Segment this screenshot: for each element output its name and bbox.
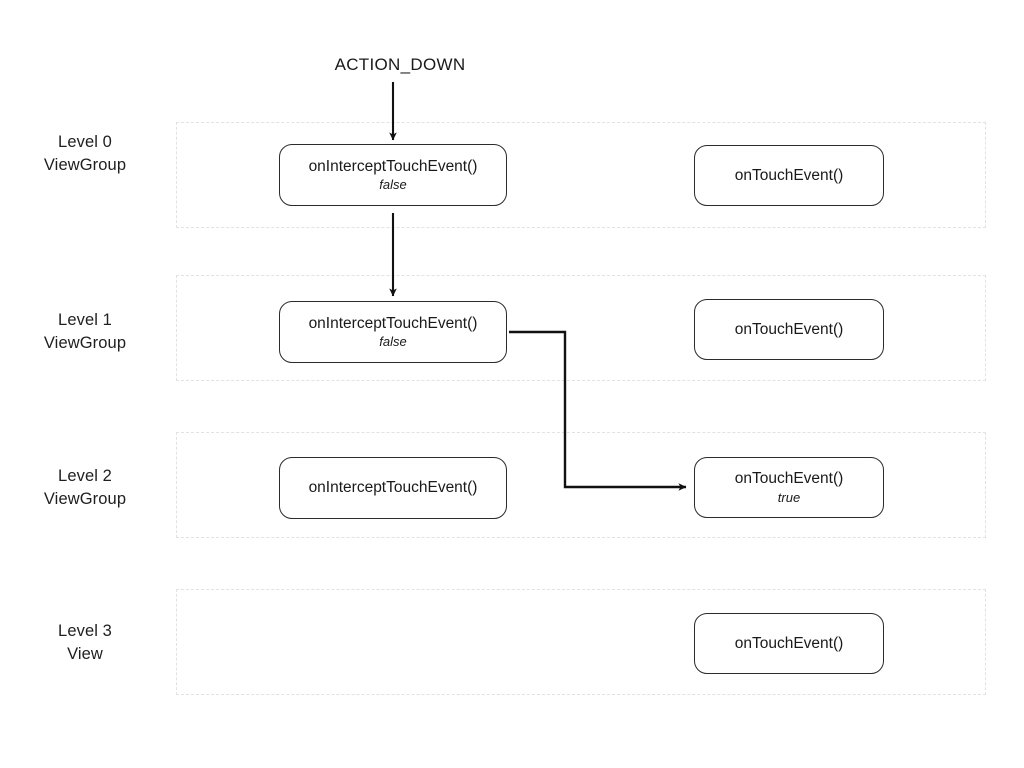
node-level1-on-touch-event-title: onTouchEvent() xyxy=(734,320,844,338)
lane-label-level-3-level: Level 3 xyxy=(58,622,112,640)
lane-label-level-2-level: Level 2 xyxy=(58,467,112,485)
node-level2-on-touch-event-result: true xyxy=(777,489,801,505)
swimlane-level-0 xyxy=(176,122,986,228)
node-level2-on-touch-event-title: onTouchEvent() xyxy=(734,470,844,488)
action-down-label: ACTION_DOWN xyxy=(334,55,466,74)
lane-label-level-0: Level 0 ViewGroup xyxy=(0,131,170,177)
node-level2-on-intercept-touch-event[interactable]: onInterceptTouchEvent() xyxy=(279,457,507,519)
node-level1-on-intercept-touch-event-result: false xyxy=(379,334,407,350)
lane-label-level-3: Level 3 View xyxy=(0,620,170,666)
lane-label-level-1-level: Level 1 xyxy=(58,311,112,329)
swimlane-level-3 xyxy=(176,589,986,695)
lane-label-level-0-level: Level 0 xyxy=(58,133,112,151)
node-level3-on-touch-event-title: onTouchEvent() xyxy=(734,634,844,652)
node-level1-on-touch-event[interactable]: onTouchEvent() xyxy=(694,299,884,360)
node-level0-on-intercept-touch-event-result: false xyxy=(379,177,407,193)
node-level0-on-touch-event[interactable]: onTouchEvent() xyxy=(694,145,884,206)
node-level1-on-intercept-touch-event-title: onInterceptTouchEvent() xyxy=(308,314,478,332)
node-level2-on-touch-event[interactable]: onTouchEvent() true xyxy=(694,457,884,518)
lane-label-level-3-kind: View xyxy=(67,645,103,663)
node-level0-on-intercept-touch-event[interactable]: onInterceptTouchEvent() false xyxy=(279,144,507,206)
node-level2-on-intercept-touch-event-title: onInterceptTouchEvent() xyxy=(308,479,478,497)
node-level0-on-touch-event-title: onTouchEvent() xyxy=(734,166,844,184)
lane-label-level-2-kind: ViewGroup xyxy=(43,490,127,508)
lane-label-level-2: Level 2 ViewGroup xyxy=(0,465,170,511)
lane-label-level-1-kind: ViewGroup xyxy=(43,334,127,352)
lane-label-level-1: Level 1 ViewGroup xyxy=(0,309,170,355)
node-level3-on-touch-event[interactable]: onTouchEvent() xyxy=(694,613,884,674)
lane-label-level-0-kind: ViewGroup xyxy=(43,156,127,174)
node-level1-on-intercept-touch-event[interactable]: onInterceptTouchEvent() false xyxy=(279,301,507,363)
node-level0-on-intercept-touch-event-title: onInterceptTouchEvent() xyxy=(308,157,478,175)
